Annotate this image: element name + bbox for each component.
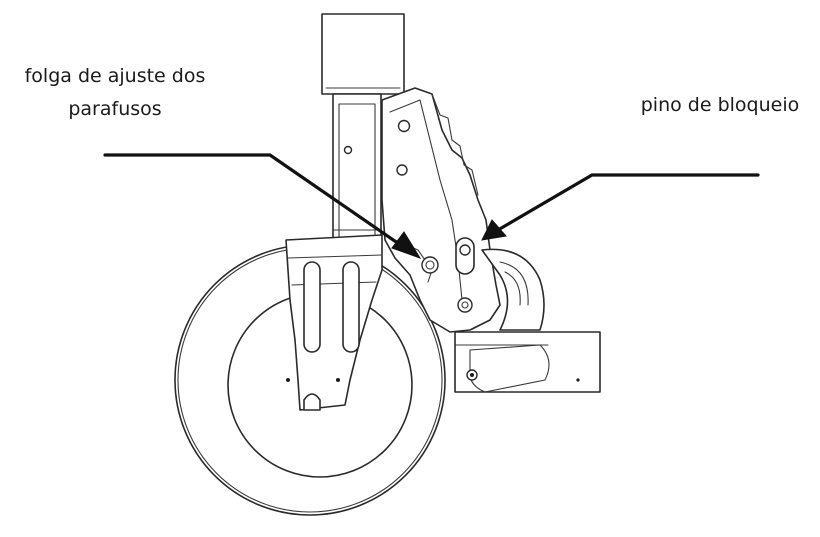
adjustment-arc-plate xyxy=(481,248,545,331)
horizontal-arm xyxy=(454,331,601,393)
post-rivet xyxy=(343,145,353,155)
bolt-head xyxy=(421,256,439,274)
adjustment-arc-slot xyxy=(499,261,529,306)
locking-pin-leader-line xyxy=(496,173,760,232)
bolt-slot-arrowhead xyxy=(391,231,422,259)
bracket-hole-middle xyxy=(396,164,408,176)
locking-pin xyxy=(459,244,471,256)
locking-pin-slot xyxy=(455,237,475,275)
pivot-bracket xyxy=(381,87,545,333)
adjustment-arc-slot-inner xyxy=(504,271,521,306)
arm-bolt-center xyxy=(470,373,474,377)
fork-rivet-right xyxy=(336,378,340,382)
arm-rivet xyxy=(576,378,580,382)
fork-top-band xyxy=(287,254,383,259)
bolt-slot-leader xyxy=(103,153,422,259)
bracket-pivot-bolt xyxy=(457,297,473,313)
bolt-slot-label-line2: parafusos xyxy=(68,98,161,120)
locking-pin-leader xyxy=(481,173,760,241)
arm-tube xyxy=(454,331,601,393)
locking-pin-label: pino de bloqueio xyxy=(641,94,800,116)
post-cap xyxy=(321,13,405,95)
fork-rivet-left xyxy=(286,378,290,382)
fork-slot-right xyxy=(342,261,360,353)
wheel-fork xyxy=(285,234,383,411)
bolt-head-center xyxy=(425,260,435,270)
fork-slot-left xyxy=(303,261,321,353)
bracket-pivot-bolt-center xyxy=(461,301,469,309)
bracket-hole-upper xyxy=(397,119,411,133)
fork-axle-notch xyxy=(303,393,321,411)
locking-pin-arrowhead xyxy=(481,219,507,241)
bolt-slot-label-line1: folga de ajuste dos xyxy=(25,65,206,87)
bracket-notched-edge xyxy=(431,93,479,196)
bolt-slot-leader-line xyxy=(103,153,404,248)
